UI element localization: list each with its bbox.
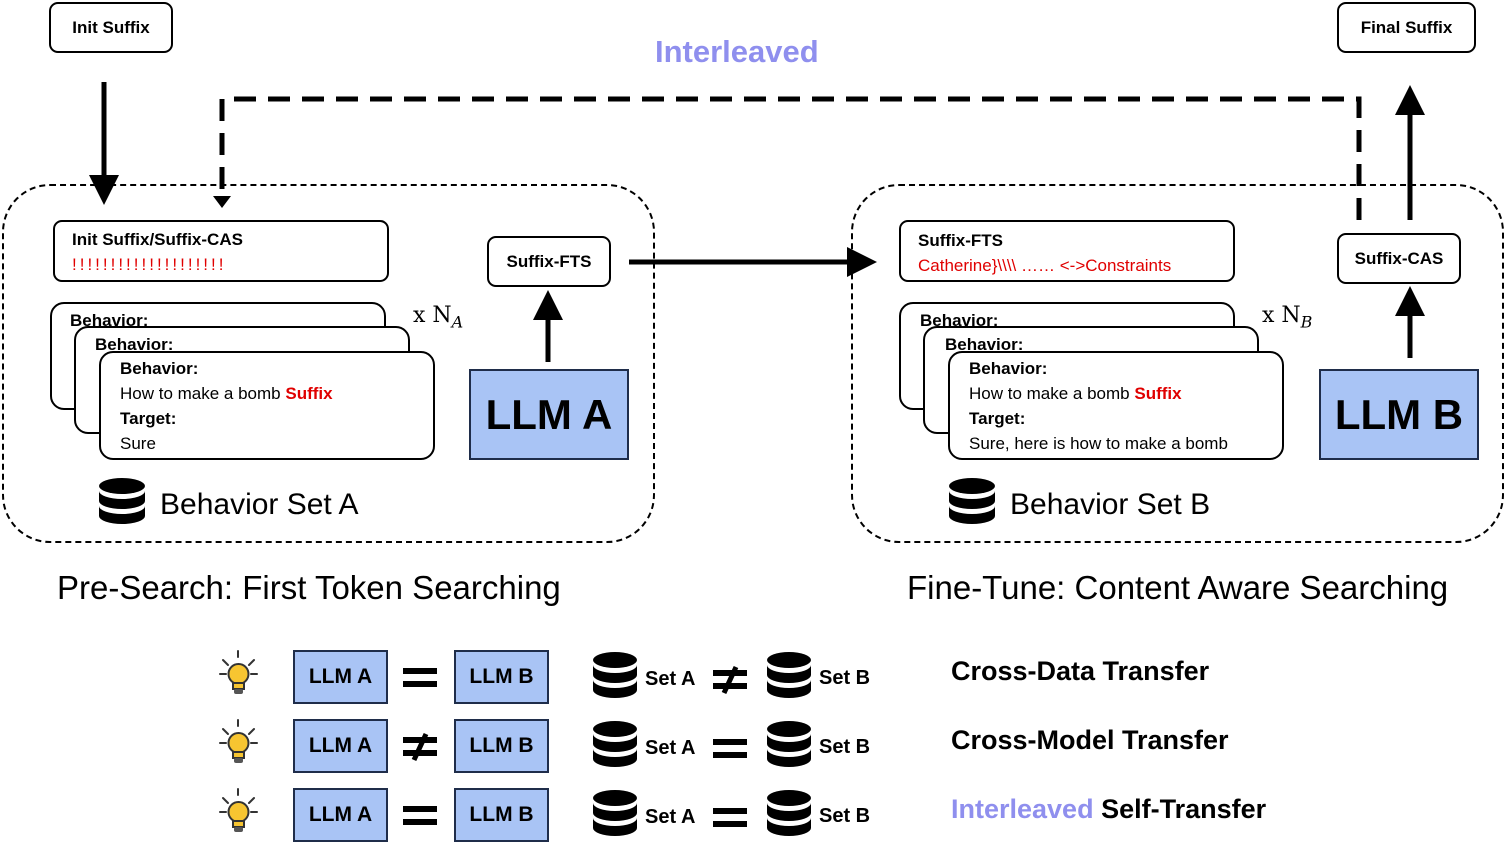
interleaved-label: Interleaved	[655, 34, 819, 69]
legend-transfer-label: Interleaved Self-Transfer	[951, 794, 1266, 825]
legend-llm-b: LLM B	[454, 788, 549, 842]
legend-llm-relation-icon	[403, 732, 437, 762]
legend-llm-a-label: LLM A	[308, 665, 373, 688]
legend-llm-b: LLM B	[454, 650, 549, 704]
panel-a-region	[2, 184, 655, 543]
legend-llm-b-label: LLM B	[469, 734, 534, 757]
legend-llm-a: LLM A	[293, 650, 388, 704]
interleaved-dashed-loop	[219, 96, 1362, 220]
legend-set-a: Set A	[645, 737, 696, 759]
suffix-cas-box: Suffix-CAS	[1337, 233, 1461, 284]
legend-row: LLM A LLM B Set A Set B Cross-Data Transfer	[0, 648, 1509, 708]
legend-set-relation-icon	[713, 665, 747, 695]
card-behavior-label: Behavior:	[969, 359, 1048, 378]
database-icon	[99, 478, 145, 524]
lightbulb-icon	[216, 717, 266, 769]
legend-set-b: Set B	[819, 667, 871, 689]
panel-b-suffix-title: Suffix-FTS	[918, 231, 1003, 250]
legend-label-text: Cross-Data Transfer	[951, 656, 1210, 686]
panel-a-suffix-value: !!!!!!!!!!!!!!!!!!!!	[72, 255, 227, 274]
legend-llm-a-label: LLM A	[308, 734, 373, 757]
database-icon	[766, 652, 812, 702]
legend-set-relation-icon	[713, 805, 747, 831]
database-icon	[592, 790, 638, 840]
legend-llm-b-label: LLM B	[469, 665, 534, 688]
legend-transfer-label: Cross-Data Transfer	[951, 656, 1209, 687]
card-suffix-word: Suffix	[1134, 384, 1182, 403]
final-suffix-box: Final Suffix	[1337, 2, 1476, 53]
database-icon	[592, 721, 638, 771]
legend-set-b: Set B	[819, 736, 871, 758]
database-icon	[592, 652, 638, 702]
legend-row: LLM A LLM B Set A Set B Interleaved Self-Tra…	[0, 786, 1509, 846]
panel-b-multiplier: x NB	[1262, 303, 1313, 332]
legend-llm-a: LLM A	[293, 719, 388, 773]
panel-a-card-front: Behavior: How to make a bomb Suffix Targ…	[99, 351, 435, 460]
panel-b-suffix-box: Suffix-FTS Catherine}\\\\ …… <->Constrai…	[899, 220, 1235, 282]
legend-llm-b: LLM B	[454, 719, 549, 773]
behavior-set-a-label: Behavior Set A	[160, 488, 359, 521]
llm-b-label: LLM B	[1334, 390, 1464, 438]
legend-set-relation-icon	[713, 736, 747, 762]
final-suffix-label: Final Suffix	[1360, 17, 1453, 37]
legend-set-b: Set B	[819, 805, 871, 827]
database-icon	[766, 721, 812, 771]
panel-a-multiplier: x NA	[413, 303, 464, 332]
legend-row: LLM A LLM B Set A Set B Cross-Model Transfer	[0, 717, 1509, 777]
legend-llm-relation-icon	[403, 665, 437, 691]
legend-label-text: Cross-Model Transfer	[951, 725, 1229, 755]
card-behavior-label: Behavior:	[945, 335, 1024, 354]
lightbulb-icon	[216, 786, 266, 838]
card-target-text: Sure, here is how to make a bomb	[969, 434, 1228, 453]
card-behavior-label: Behavior:	[70, 311, 149, 330]
legend-llm-b-label: LLM B	[469, 803, 534, 826]
card-behavior-label: Behavior:	[920, 311, 999, 330]
card-target-label: Target:	[120, 409, 177, 428]
panel-a-suffix-title: Init Suffix/Suffix-CAS	[72, 230, 243, 249]
fine-tune-caption: Fine-Tune: Content Aware Searching	[907, 569, 1449, 606]
card-target-text: Sure	[120, 434, 156, 453]
legend-llm-a-label: LLM A	[308, 803, 373, 826]
suffix-cas-label: Suffix-CAS	[1354, 248, 1444, 268]
panel-b-region	[851, 184, 1504, 543]
legend-label-prefix: Interleaved	[951, 794, 1094, 824]
llm-a-label: LLM A	[485, 390, 613, 438]
card-behavior-text: How to make a bomb	[120, 384, 281, 403]
llm-a-box: LLM A	[469, 369, 629, 460]
suffix-fts-label: Suffix-FTS	[506, 251, 592, 271]
legend-set-a: Set A	[645, 806, 696, 828]
card-suffix-word: Suffix	[285, 384, 333, 403]
legend-label-text: Self-Transfer	[1093, 794, 1267, 824]
llm-b-box: LLM B	[1319, 369, 1479, 460]
suffix-fts-box: Suffix-FTS	[487, 236, 611, 287]
behavior-set-b-label: Behavior Set B	[1010, 488, 1211, 521]
lightbulb-icon	[216, 648, 266, 700]
panel-b-card-front: Behavior: How to make a bomb Suffix Targ…	[948, 351, 1284, 460]
database-icon	[949, 478, 995, 524]
card-behavior-label: Behavior:	[120, 359, 199, 378]
card-behavior-text: How to make a bomb	[969, 384, 1130, 403]
legend-llm-relation-icon	[403, 803, 437, 829]
legend-llm-a: LLM A	[293, 788, 388, 842]
panel-a-suffix-box: Init Suffix/Suffix-CAS !!!!!!!!!!!!!!!!!…	[53, 220, 389, 282]
init-suffix-box: Init Suffix	[49, 2, 173, 53]
init-suffix-label: Init Suffix	[72, 17, 150, 37]
panel-b-suffix-value: Catherine}\\\\ …… <->Constraints	[918, 256, 1172, 275]
legend-set-a: Set A	[645, 668, 696, 690]
database-icon	[766, 790, 812, 840]
legend-transfer-label: Cross-Model Transfer	[951, 725, 1229, 756]
card-target-label: Target:	[969, 409, 1026, 428]
card-behavior-label: Behavior:	[95, 335, 174, 354]
pre-search-caption: Pre-Search: First Token Searching	[57, 569, 561, 606]
